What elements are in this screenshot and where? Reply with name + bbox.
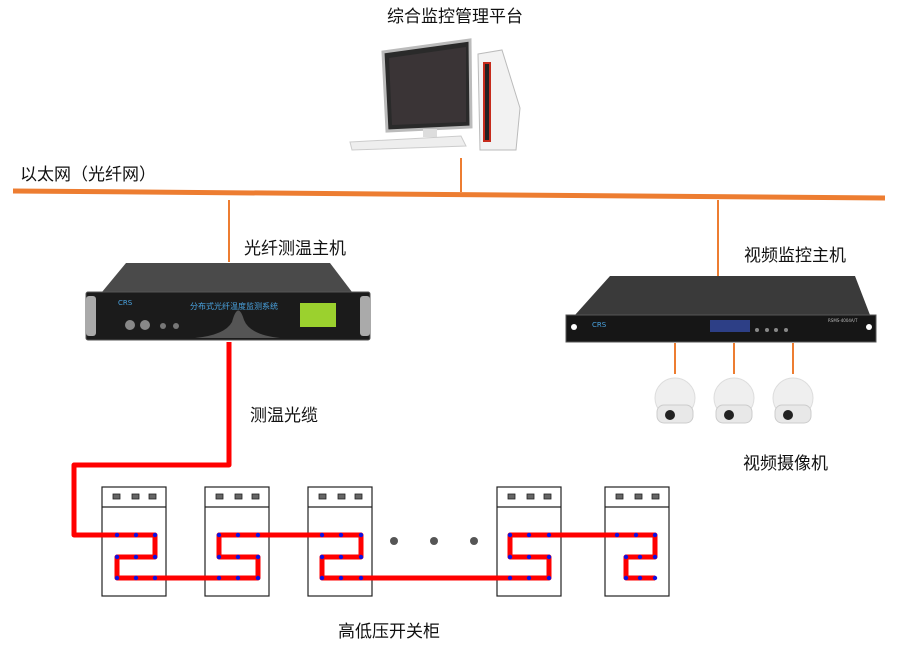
sensor-point — [614, 532, 620, 538]
cabinet-indicator — [615, 493, 624, 500]
cabinet-indicator — [634, 493, 643, 500]
sensor-point — [526, 532, 532, 538]
sensor-point — [255, 575, 261, 581]
sensor-point — [133, 554, 139, 560]
sensor-point — [216, 575, 222, 581]
cabinet-indicator — [215, 493, 224, 500]
sensor-point — [319, 554, 325, 560]
sensor-point — [216, 554, 222, 560]
video-host-brand: CRS — [592, 321, 607, 329]
cabinet-indicator — [337, 493, 346, 500]
fiber-host-panel-text: 分布式光纤温度监测系统 — [190, 301, 278, 311]
video-host-label: 视频监控主机 — [744, 246, 846, 266]
network-label: 以太网（光纤网） — [20, 165, 156, 185]
sensor-point — [623, 554, 629, 560]
cabinet-indicator — [507, 493, 516, 500]
sensor-point — [358, 554, 364, 560]
sensor-point — [652, 575, 658, 581]
ellipsis-dot — [430, 537, 438, 545]
sensor-point — [152, 554, 158, 560]
sensor-point — [114, 575, 120, 581]
cabinet-indicator — [354, 493, 363, 500]
sensor-point — [152, 575, 158, 581]
sensor-point — [235, 532, 241, 538]
sensor-point — [338, 575, 344, 581]
sensor-point — [507, 554, 513, 560]
cabinet-indicator — [112, 493, 121, 500]
sensor-point — [255, 554, 261, 560]
camera-icon — [713, 377, 755, 424]
video-host-model: RSMS-4004A/T — [828, 318, 858, 323]
sensor-point — [637, 575, 643, 581]
ellipsis-dot — [390, 537, 398, 545]
ethernet-backbone — [12, 188, 886, 201]
sensor-point — [235, 575, 241, 581]
sensor-point — [133, 532, 139, 538]
platform-title: 综合监控管理平台 — [387, 7, 523, 27]
cable-label: 测温光缆 — [250, 406, 318, 426]
cabinet-indicator — [251, 493, 260, 500]
cabinet-label: 高低压开关柜 — [338, 622, 440, 642]
camera-icon — [654, 377, 696, 424]
cabinet-indicator — [651, 493, 660, 500]
sensor-point — [633, 532, 639, 538]
cabinet-indicator — [131, 493, 140, 500]
sensor-point — [358, 575, 364, 581]
sensor-point — [546, 575, 552, 581]
sensor-point — [507, 575, 513, 581]
sensor-point — [133, 575, 139, 581]
fiber-host-device — [85, 263, 371, 341]
sensor-point — [526, 554, 532, 560]
sensor-point — [623, 575, 629, 581]
sensor-point — [114, 554, 120, 560]
sensor-point — [507, 532, 513, 538]
sensor-point — [235, 554, 241, 560]
cabinet-indicator — [148, 493, 157, 500]
video-host-device — [565, 276, 877, 343]
sensor-point — [546, 554, 552, 560]
cabinet-indicator — [543, 493, 552, 500]
sensor-point — [338, 532, 344, 538]
sensor-point — [338, 554, 344, 560]
sensor-point — [152, 532, 158, 538]
cabinet-indicator — [234, 493, 243, 500]
sensor-point — [114, 532, 120, 538]
sensor-point — [526, 575, 532, 581]
cabinet-indicator — [318, 493, 327, 500]
cabinet-indicator — [526, 493, 535, 500]
computer-icon — [349, 38, 521, 151]
sensor-point — [358, 532, 364, 538]
sensor-point — [255, 532, 261, 538]
sensor-point — [216, 532, 222, 538]
sensor-point — [652, 554, 658, 560]
sensor-point — [652, 532, 658, 538]
camera-label: 视频摄像机 — [743, 454, 828, 474]
ellipsis-dot — [470, 537, 478, 545]
sensor-point — [546, 532, 552, 538]
camera-icon — [772, 377, 814, 424]
sensor-point — [319, 575, 325, 581]
sensor-point — [637, 554, 643, 560]
fiber-host-label: 光纤测温主机 — [244, 239, 346, 259]
fiber-host-brand: CRS — [118, 299, 133, 307]
sensor-point — [319, 532, 325, 538]
